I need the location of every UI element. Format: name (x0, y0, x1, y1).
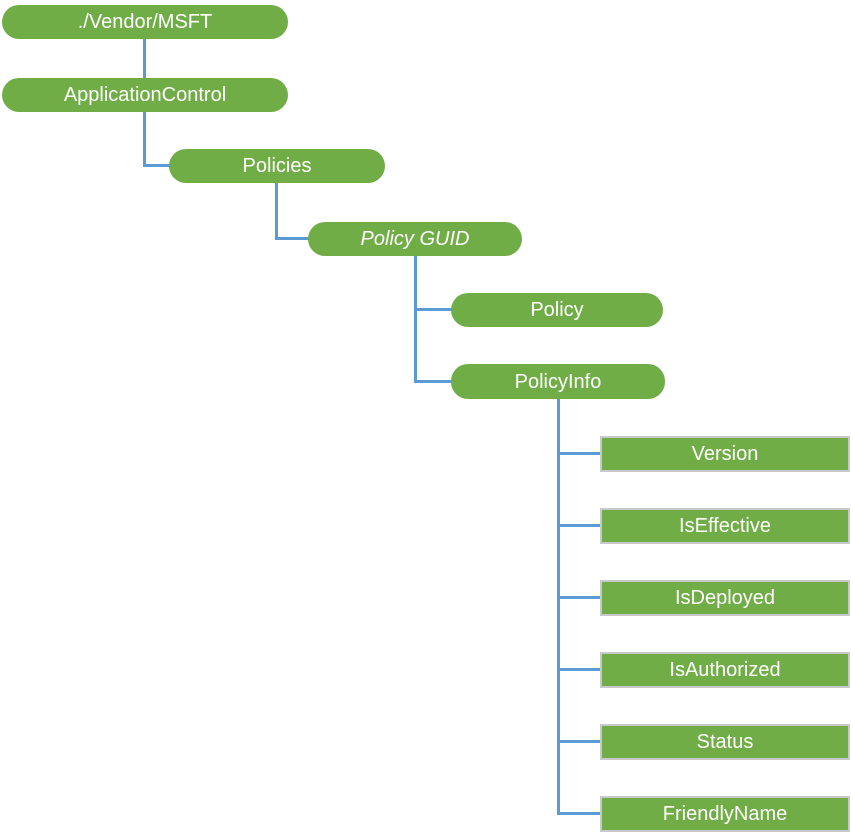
connector-policyinfo-to-status (557, 740, 602, 743)
node-vendor-msft: ./Vendor/MSFT (2, 5, 288, 39)
node-policy-guid: Policy GUID (308, 222, 522, 256)
node-status: Status (600, 724, 850, 760)
node-isauthorized: IsAuthorized (600, 652, 850, 688)
connector-policyinfo-to-isdeployed (557, 596, 602, 599)
node-iseffective: IsEffective (600, 508, 850, 544)
node-version: Version (600, 436, 850, 472)
connector-policyguid-trunk (414, 256, 417, 383)
node-policyinfo: PolicyInfo (451, 364, 665, 399)
connector-policyinfo-to-iseffective (557, 524, 602, 527)
connector-vendor-to-appcontrol (143, 39, 146, 78)
connector-policyinfo-trunk (557, 399, 560, 815)
connector-policies-to-policyguid-vertical (275, 183, 278, 240)
connector-policyinfo-to-isauthorized (557, 668, 602, 671)
connector-policies-to-policyguid-horizontal (275, 237, 310, 240)
connector-appcontrol-to-policies-vertical (143, 112, 146, 167)
connector-appcontrol-to-policies-horizontal (143, 164, 171, 167)
node-isdeployed: IsDeployed (600, 580, 850, 616)
connector-policyinfo-to-version (557, 452, 602, 455)
connector-policyguid-to-policy (414, 308, 453, 311)
node-friendlyname: FriendlyName (600, 796, 850, 832)
connector-policyguid-to-policyinfo (414, 380, 453, 383)
node-policy: Policy (451, 293, 663, 327)
connector-policyinfo-to-friendlyname (557, 812, 602, 815)
node-applicationcontrol: ApplicationControl (2, 78, 288, 112)
node-policies: Policies (169, 149, 385, 183)
